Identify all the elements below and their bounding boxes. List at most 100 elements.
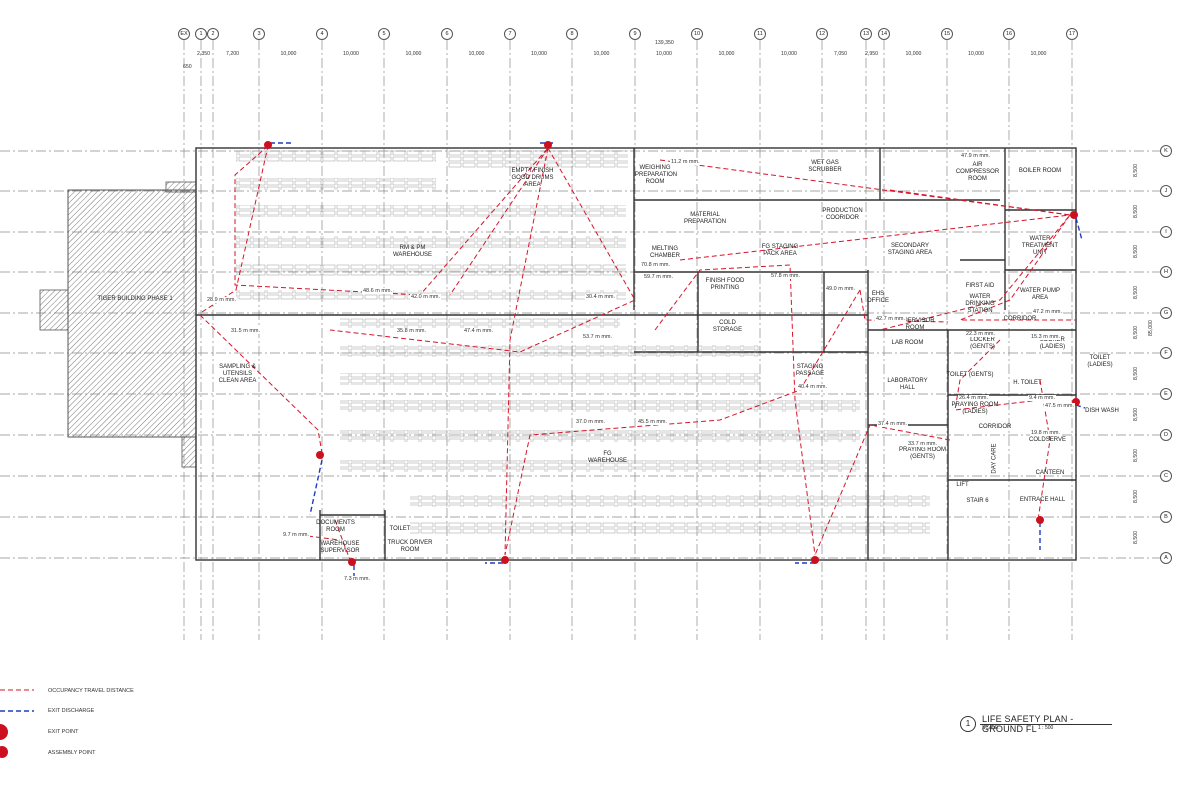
room-corridor-2: CORRIDOR	[978, 424, 1012, 430]
grid-label-column: 4	[316, 28, 328, 40]
column-dimension-label: 10,000	[593, 51, 610, 57]
room-documents: DOCUMENTS ROOM	[316, 520, 355, 533]
room-material-preparation: MATERIAL PREPARATION	[683, 212, 727, 225]
column-dimension-label: 7,200	[226, 51, 239, 57]
grid-label-column: 5	[378, 28, 390, 40]
grid-label-column: 17	[1066, 28, 1078, 40]
legend-assembly-point: ASSEMBLY POINT	[48, 750, 96, 756]
distance-label: 7.3 m mm.	[343, 576, 371, 582]
room-empty-finish-drums: EMPTY FINISH GOOD DRUMS AREA	[511, 168, 554, 188]
row-dimension-label: 8,500	[1133, 164, 1139, 177]
grid-label-column: 14	[878, 28, 890, 40]
room-sampling-utensils: SAMPLING & UTENSILS CLEAN AREA	[218, 364, 257, 384]
grid-label-column: 6	[441, 28, 453, 40]
room-toilet-ladies: TOILET (LADIES)	[1087, 355, 1113, 368]
tiger-building	[39, 181, 197, 468]
room-h-toilet: H. TOILET	[1013, 380, 1042, 386]
distance-label: 11.2 m mm.	[670, 159, 701, 165]
grid-label-column: EX	[178, 28, 190, 40]
room-water-drinking: WATER DRINKING STATION	[965, 294, 995, 314]
exit-point-marker	[264, 141, 272, 149]
exit-point-marker	[348, 558, 356, 566]
room-water-treatment: WATER TREATMENT UNIT	[1021, 236, 1059, 256]
distance-label: 53.7 m mm.	[582, 334, 614, 340]
row-dimension-label: 8,500	[1133, 366, 1139, 380]
exit-point-marker	[811, 556, 819, 564]
grid-label-column: 2	[207, 28, 219, 40]
building-outline	[195, 147, 1077, 561]
distance-label: 40.4 m mm.	[797, 384, 829, 390]
room-boiler: BOILER ROOM	[1018, 168, 1062, 174]
room-cold-storage: COLD STORAGE	[712, 320, 743, 333]
grid-label-column: 16	[1003, 28, 1015, 40]
row-dimension-label: 8,500	[1133, 326, 1139, 339]
room-tiger-building: TIGER BUILDING PHASE 1	[97, 296, 173, 302]
room-lab: LAB ROOM	[891, 340, 924, 346]
room-dish-wash: DISH WASH	[1085, 408, 1119, 414]
legend-glyphs	[0, 689, 34, 758]
column-dimension-label: 10,000	[531, 51, 547, 57]
column-dimension-label: 10,000	[968, 51, 984, 57]
distance-label: 37.4 m mm.	[877, 421, 909, 427]
travel-distance-paths	[199, 145, 1076, 561]
room-laboratory-hall: LABORATORY HALL	[887, 378, 928, 391]
room-wet-gas-scrubber: WET GAS SCRUBBER	[808, 160, 842, 173]
column-dimension-label: 2,950	[865, 51, 878, 57]
grid-label-row: F	[1160, 347, 1172, 359]
exit-point-marker	[1070, 211, 1078, 219]
row-dimension-label: 8,500	[1133, 204, 1139, 218]
column-dimension-label: 2,350	[197, 51, 210, 57]
room-toilet: TOILET	[389, 526, 411, 532]
legend-exit-point: EXIT POINT	[48, 729, 79, 735]
row-dimension-label: 8,500	[1133, 448, 1139, 462]
room-water-pump: WATER PUMP AREA	[1020, 288, 1060, 301]
distance-label: 70.8 m mm.	[640, 262, 672, 268]
column-dimension-label: 10,000	[781, 51, 797, 57]
room-locker-ladies: LOCKER (LADIES)	[1039, 337, 1066, 350]
column-dimension-label: 10,000	[343, 51, 359, 57]
distance-label: 9.7 m mm.	[282, 532, 310, 538]
grid-label-row: B	[1160, 511, 1172, 523]
room-first-aid: FIRST AID	[965, 283, 995, 289]
distance-label: 45.5 m mm.	[637, 419, 669, 425]
column-dimension-label: 10,000	[405, 51, 422, 57]
room-rm-pm-warehouse: RM & PM WAREHOUSE	[392, 245, 433, 258]
grid-label-column: 9	[629, 28, 641, 40]
storage-racks	[236, 150, 930, 534]
room-staging-passage: STAGING PASSAGE	[795, 364, 825, 377]
grid-label-column: 8	[566, 28, 578, 40]
legend-exit-discharge: EXIT DISCHARGE	[48, 708, 95, 714]
grid-label-column: 12	[816, 28, 828, 40]
row-dimension-label: 8,500	[1133, 285, 1139, 299]
drawing-number: 1	[960, 716, 976, 732]
room-coldserve: COLDSERVE	[1029, 437, 1066, 443]
column-dimension-label: 10,000	[905, 51, 922, 57]
grid-label-row: I	[1160, 226, 1172, 238]
grid-label-row: J	[1160, 185, 1172, 197]
scale-value: 1 : 500	[1038, 725, 1054, 731]
drawing-title: LIFE SAFETY PLAN - GROUND FL	[982, 714, 1074, 734]
column-dimension-label: 10,000	[280, 51, 297, 57]
room-fg-staging-pack: FG STAGING PACK AREA	[761, 244, 799, 257]
grid-label-row: G	[1160, 307, 1172, 319]
scale-label: SCALE:	[982, 725, 1000, 731]
room-weighing-preparation: WEIGHING PREPARATION ROOM	[635, 165, 678, 185]
distance-label: 42.0 m mm.	[410, 294, 442, 300]
distance-label: 47.2 m mm.	[1032, 309, 1064, 315]
grid-label-column: 15	[941, 28, 953, 40]
grid-label-column: 10	[691, 28, 703, 40]
column-dimension-label: 10,000	[656, 51, 672, 57]
exit-point-marker	[1036, 516, 1044, 524]
row-dimension-label: 8,500	[1133, 245, 1139, 258]
distance-label: 47.9 m mm.	[960, 153, 992, 159]
title-underline	[980, 724, 1112, 725]
room-praying-gents: PRAYING ROOM (GENTS)	[899, 447, 946, 460]
distance-label: 59.7 m mm.	[643, 274, 675, 280]
distance-label: 26.4 m mm.	[958, 395, 990, 401]
distance-label: 47.5 m mm.	[1044, 403, 1076, 409]
room-supervisor: SUPERVISOR ROOM	[895, 318, 935, 331]
grid-label-column: 11	[754, 28, 766, 40]
distance-label: 22.3 m mm.	[965, 331, 997, 337]
distance-label: 37.0 m mm.	[575, 419, 607, 425]
